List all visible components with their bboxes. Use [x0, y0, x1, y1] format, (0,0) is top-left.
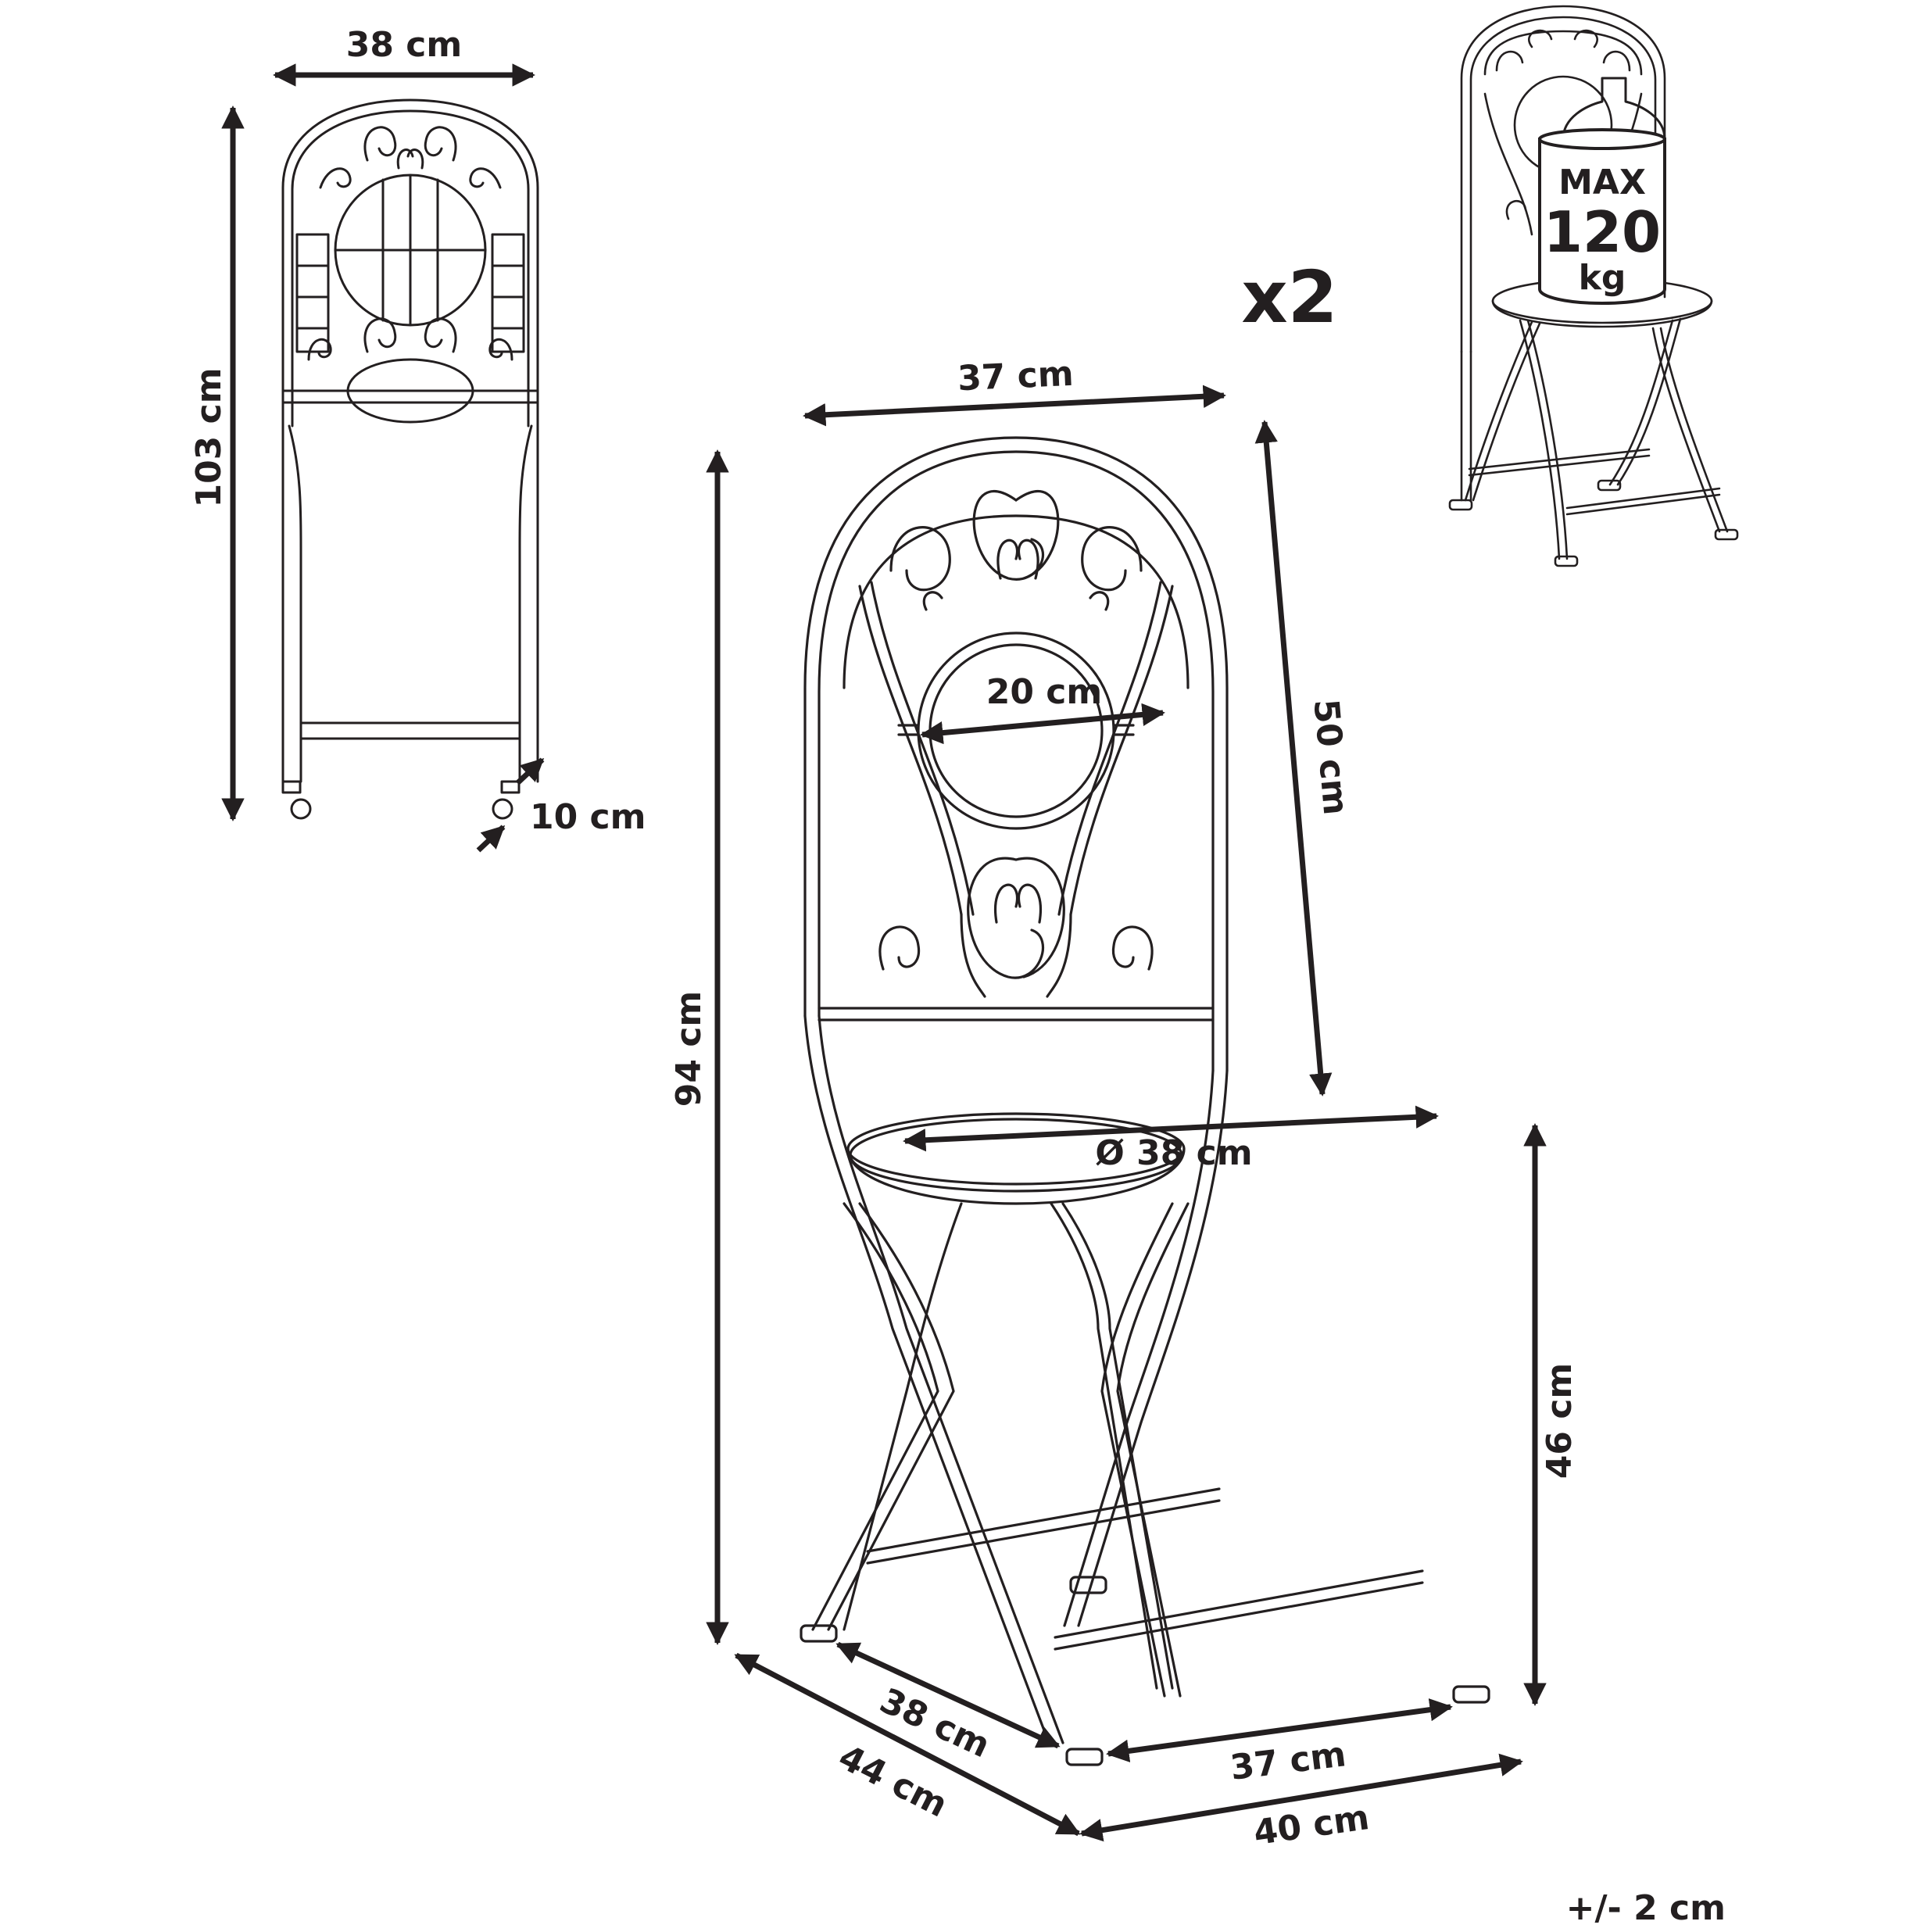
base-width-label: 40 cm: [1251, 1798, 1372, 1853]
weight-block-icon: [1538, 77, 1666, 306]
seat-width-label: 37 cm: [1228, 1734, 1348, 1788]
quantity-label: x2: [1241, 256, 1337, 339]
seat-height-label: 46 cm: [1540, 1363, 1580, 1479]
bistro-chair-icon: [800, 436, 1490, 1766]
folded-width-label: 38 cm: [346, 25, 462, 65]
folded-depth-label: 10 cm: [530, 797, 646, 837]
load-max-label: MAX: [1558, 163, 1646, 202]
back-width-label: 37 cm: [957, 354, 1075, 399]
tolerance-label: +/- 2 cm: [1566, 1888, 1726, 1928]
base-depth-label: 44 cm: [832, 1737, 953, 1826]
back-height-label: 50 cm: [1306, 698, 1356, 817]
load-chair-icon: [1448, 5, 1739, 567]
seat-diameter-label: Ø 38 cm: [1095, 1133, 1252, 1173]
folded-chair-icon: [281, 98, 539, 820]
seat-depth-label: 38 cm: [874, 1680, 996, 1766]
load-unit-label: kg: [1579, 258, 1626, 298]
total-height-label: 94 cm: [669, 991, 709, 1107]
folded-height-label: 103 cm: [189, 367, 229, 507]
medallion-label: 20 cm: [986, 672, 1102, 712]
load-value-label: 120: [1544, 199, 1661, 265]
